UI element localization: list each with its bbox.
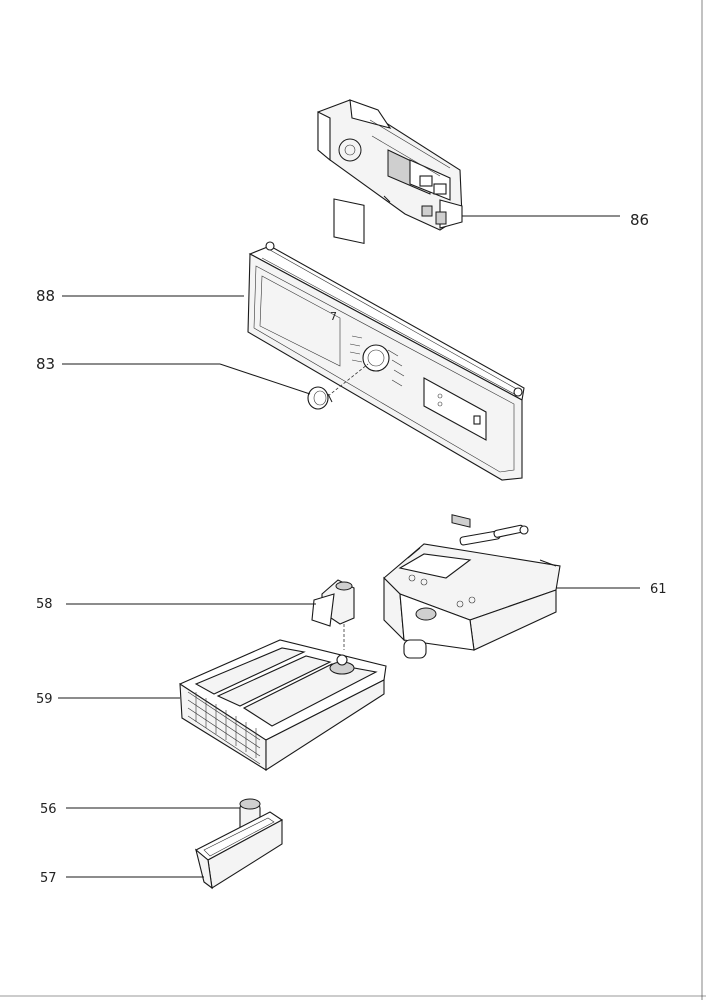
leader-83-angled — [219, 363, 311, 395]
callout-59: 59 — [36, 692, 53, 707]
callout-86: 86 — [630, 211, 649, 229]
part-83-knob — [307, 363, 369, 410]
callout-58: 58 — [36, 597, 53, 612]
part-88-control-panel: 7 — [247, 241, 525, 528]
drawer-grip-grid — [187, 691, 261, 765]
program-markings — [349, 335, 405, 387]
part-59-detergent-drawer — [179, 639, 387, 772]
part-61-dispenser-housing — [383, 524, 561, 659]
callout-56: 56 — [40, 802, 57, 817]
callout-57: 57 — [40, 871, 57, 886]
knob-marker: 7 — [330, 310, 337, 323]
callout-61: 61 — [650, 582, 667, 597]
part-58-siphon-cap — [311, 579, 355, 650]
part-57-insert-holder — [195, 811, 284, 890]
callout-88: 88 — [36, 287, 55, 305]
part-86-control-module — [317, 99, 463, 245]
callout-83: 83 — [36, 355, 55, 373]
